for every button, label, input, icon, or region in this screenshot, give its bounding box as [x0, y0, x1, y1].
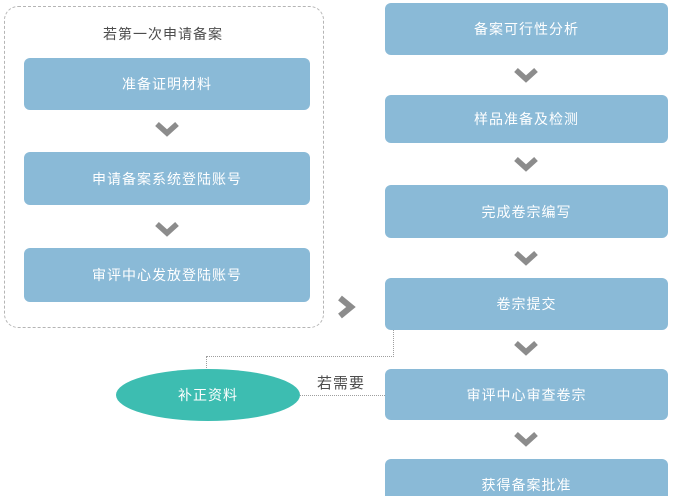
step-center-reviews-dossier: 审评中心审查卷宗	[385, 369, 668, 420]
first-time-application-group	[4, 6, 324, 328]
chevron-right-icon	[338, 295, 356, 319]
connector-submission-left	[206, 356, 394, 357]
condition-label: 若需要	[317, 375, 366, 392]
chevron-down-icon	[514, 156, 538, 172]
step-dossier-submission: 卷宗提交	[385, 278, 668, 330]
connector-to-ellipse	[206, 356, 207, 370]
step-prepare-proof-materials: 准备证明材料	[24, 58, 310, 110]
step-feasibility-analysis: 备案可行性分析	[385, 3, 668, 55]
step-sample-preparation-testing: 样品准备及检测	[385, 95, 668, 143]
chevron-down-icon	[155, 121, 179, 137]
chevron-down-icon	[514, 250, 538, 266]
chevron-down-icon	[155, 221, 179, 237]
step-center-issues-login-account: 审评中心发放登陆账号	[24, 248, 310, 302]
connector-submission-down	[393, 330, 394, 357]
supplement-materials-ellipse: 补正资料	[116, 369, 300, 421]
step-obtain-filing-approval: 获得备案批准	[385, 459, 668, 496]
chevron-down-icon	[514, 67, 538, 83]
chevron-down-icon	[514, 340, 538, 356]
group-title: 若第一次申请备案	[103, 26, 223, 42]
step-apply-system-login-account: 申请备案系统登陆账号	[24, 152, 310, 205]
connector-if-needed	[300, 395, 385, 396]
chevron-down-icon	[514, 431, 538, 447]
step-complete-dossier-writing: 完成卷宗编写	[385, 185, 668, 238]
